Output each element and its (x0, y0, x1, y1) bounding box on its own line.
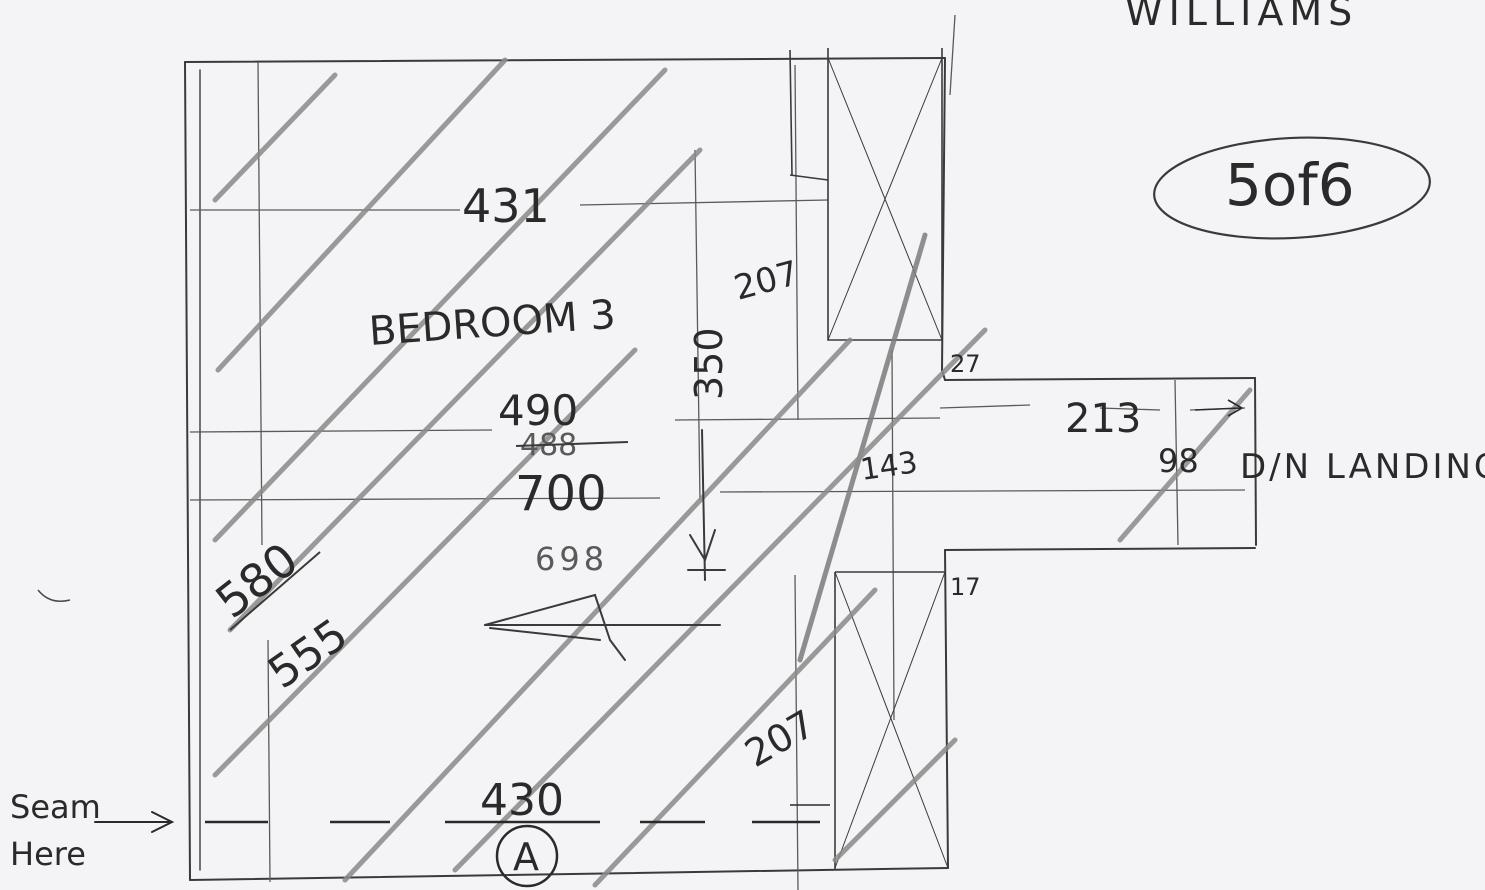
landing-label: D/N LANDING (1240, 447, 1485, 487)
section-marker-label: A (513, 835, 539, 879)
dim-corridor-depth-lower: 207 (738, 701, 823, 775)
section-marker-circle (495, 824, 559, 888)
dim-length-alt: 698 (535, 540, 608, 578)
landing-arrow (1194, 399, 1244, 417)
seam-label-line1: Seam (10, 788, 101, 826)
seam-dashes (205, 804, 830, 824)
strike-left-primary (229, 551, 321, 631)
sheet-number: 5of6 (1225, 151, 1355, 219)
dim-length-primary: 700 (515, 466, 607, 522)
dim-gap-bottom: 17 (950, 573, 981, 601)
stray-mark (37, 589, 71, 602)
sheet-number-oval (1153, 136, 1431, 240)
dim-width-primary: 490 (498, 386, 578, 435)
direction-arrow-left (484, 593, 721, 661)
dim-landing-mid: 143 (858, 445, 920, 488)
closet-lower (834, 571, 949, 870)
room-name: BEDROOM 3 (367, 292, 617, 355)
hatching (212, 57, 1253, 888)
dim-top-width: 431 (462, 179, 550, 233)
seam-arrow (94, 811, 175, 833)
seam-label-line2: Here (10, 835, 86, 873)
direction-arrow-down (687, 429, 726, 581)
dim-height: 350 (687, 327, 731, 400)
strike-width-alt (515, 441, 629, 447)
dim-landing-length: 213 (1065, 396, 1141, 442)
dim-left-alt: 555 (259, 609, 357, 699)
dim-left-primary: 580 (206, 532, 308, 629)
dim-landing-width: 98 (1158, 442, 1199, 480)
closet-upper (789, 48, 943, 341)
room-outline (184, 57, 1257, 881)
dim-bottom-width: 430 (480, 775, 564, 826)
dim-corridor-depth: 207 (730, 253, 803, 308)
dim-gap-top: 27 (950, 350, 981, 378)
client-name: WILLIAMS (1125, 0, 1358, 34)
